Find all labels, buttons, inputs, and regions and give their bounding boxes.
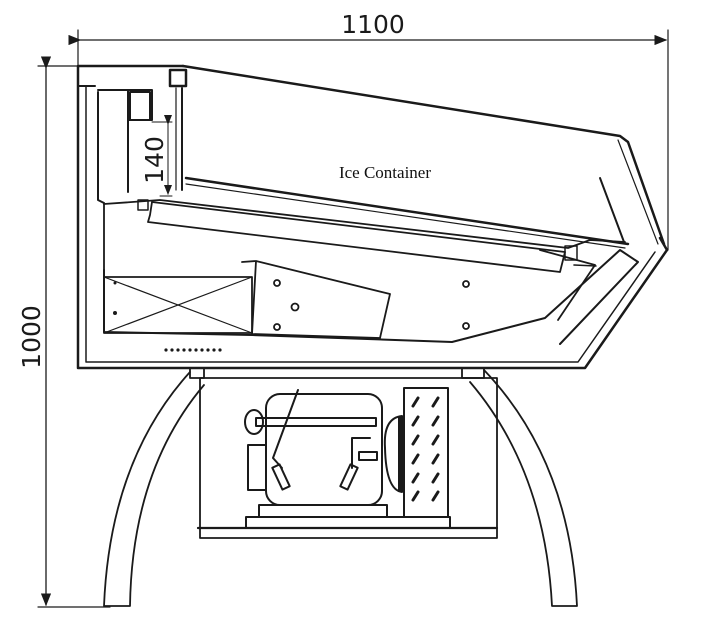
vent-dots	[164, 348, 222, 352]
evaporator-box	[103, 276, 253, 334]
stand-legs	[103, 367, 578, 607]
inner-basin	[103, 249, 639, 345]
height-dimension: 1000	[17, 56, 111, 608]
gap-dimension: 140	[140, 115, 173, 197]
condenser	[403, 387, 449, 518]
ice-pan	[103, 199, 626, 301]
width-dimension-label: 1100	[341, 10, 405, 39]
fan-icon	[383, 415, 403, 493]
height-dimension-label: 1000	[17, 305, 46, 369]
width-dimension: 1100	[68, 10, 669, 251]
ice-container-label: Ice Container	[339, 163, 431, 182]
condensing-unit	[196, 377, 499, 539]
mounting-plate	[241, 260, 470, 339]
cabinet-body	[76, 64, 669, 370]
gap-dimension-label: 140	[140, 136, 169, 184]
glass-lid: Ice Container	[181, 64, 666, 249]
